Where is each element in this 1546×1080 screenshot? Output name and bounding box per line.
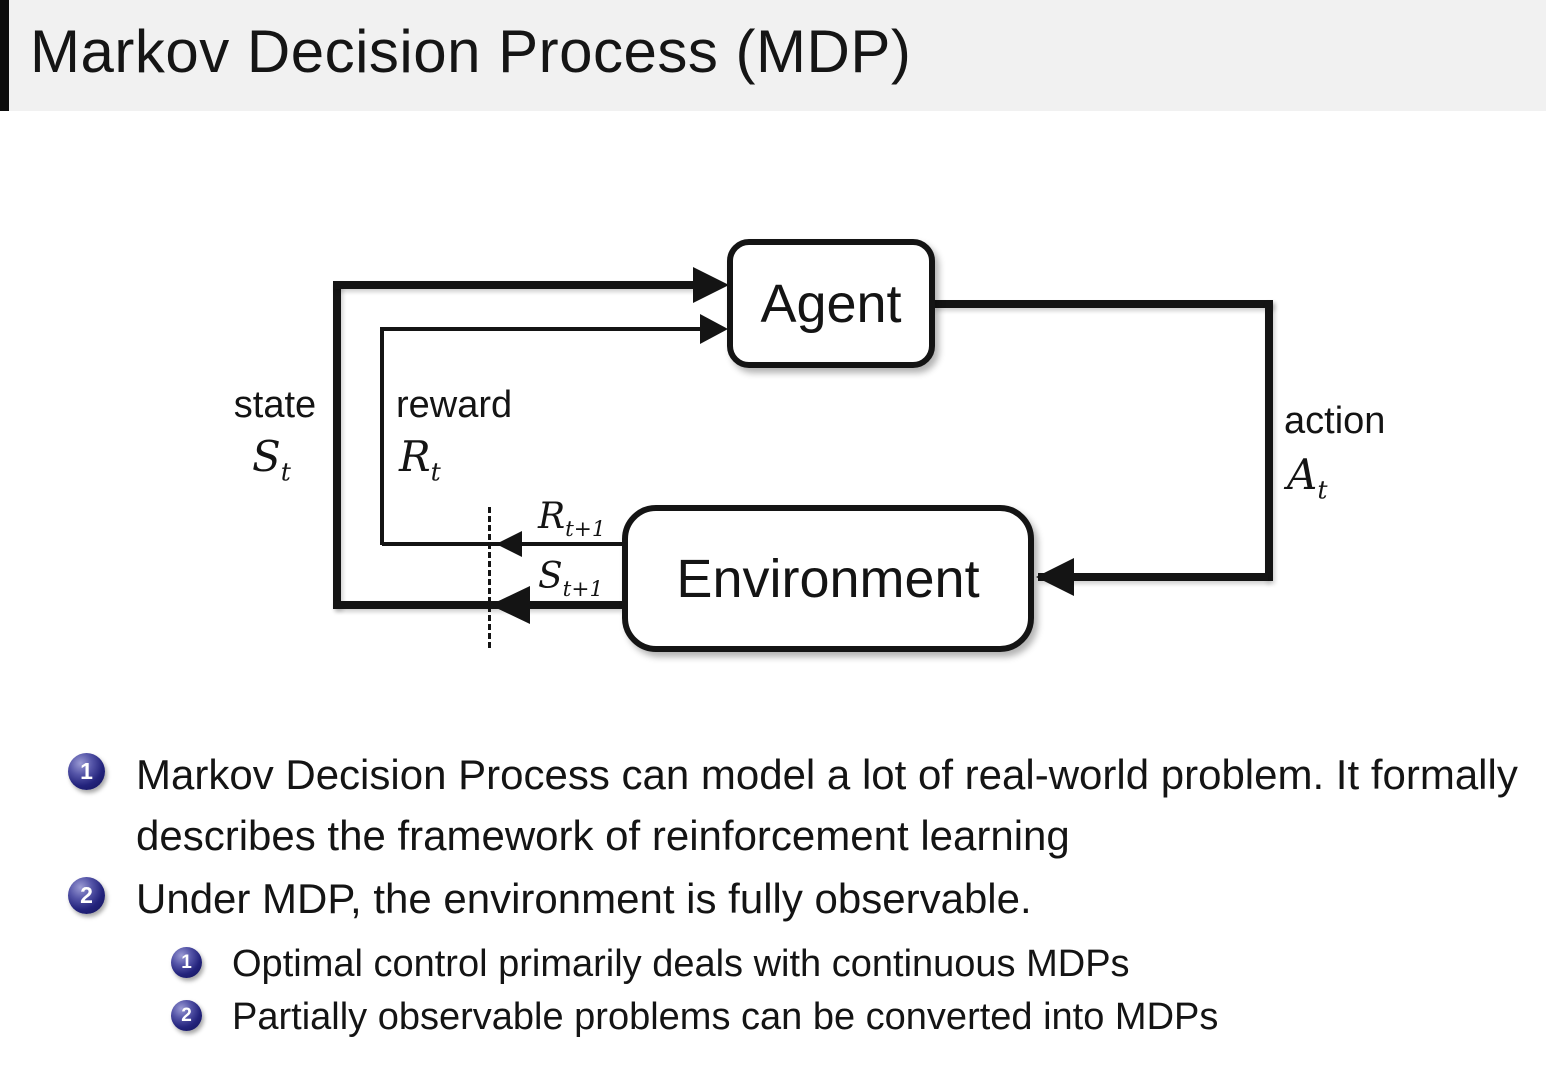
action-symbol-subscript: t: [1317, 475, 1328, 505]
state-to-agent-arrowhead-icon: [693, 267, 729, 303]
sub-bullet-2-text: Partially observable problems can be con…: [232, 996, 1219, 1038]
sub-bullet-2-number: 2: [181, 1004, 192, 1026]
sub-bullet-1-number-badge: 1: [171, 947, 202, 978]
action-line-vertical: [1265, 300, 1273, 581]
bullet-1-number: 1: [80, 758, 93, 784]
bullet-2-text: Under MDP, the environment is fully obse…: [136, 875, 1032, 922]
state-symbol-letter: S: [252, 432, 281, 481]
timestep-dashed-line: [488, 507, 491, 648]
reward-label: reward: [396, 384, 513, 426]
next-state-subscript: t+1: [562, 577, 604, 603]
next-reward-letter: R: [538, 496, 566, 537]
next-state-line: [333, 601, 622, 609]
agent-label: Agent: [760, 273, 902, 334]
next-reward-subscript: t+1: [565, 517, 606, 543]
environment-node: Environment: [622, 505, 1034, 652]
state-label: state: [233, 384, 317, 426]
action-line-top: [933, 300, 1273, 308]
state-symbol: St: [252, 432, 291, 484]
sub-bullet-2-number-badge: 2: [171, 1000, 202, 1031]
reward-line-vertical: [380, 327, 384, 545]
next-state-symbol: St+1: [538, 556, 603, 600]
action-symbol: At: [1287, 450, 1327, 502]
action-label: action: [1284, 400, 1386, 442]
sub-bullet-1-text: Optimal control primarily deals with con…: [232, 943, 1130, 985]
bullet-2-number-badge: 2: [68, 877, 105, 914]
bullet-2-number: 2: [80, 882, 93, 908]
reward-to-agent-arrowhead-icon: [700, 314, 728, 344]
sub-bullet-1-number: 1: [181, 951, 192, 973]
bullet-1-number-badge: 1: [68, 753, 105, 790]
title-accent-bar: [0, 0, 9, 111]
next-state-letter: S: [538, 556, 563, 597]
reward-symbol: Rt: [399, 432, 441, 484]
action-symbol-letter: A: [1287, 450, 1318, 499]
next-state-arrowhead-icon: [490, 586, 530, 624]
reward-line-top: [380, 327, 704, 331]
agent-node: Agent: [727, 239, 935, 368]
action-line-bottom: [1038, 573, 1268, 581]
reward-symbol-subscript: t: [430, 457, 441, 487]
next-reward-arrowhead-icon: [496, 531, 522, 557]
state-line-vertical: [333, 281, 341, 608]
next-reward-symbol: Rt+1: [538, 496, 606, 540]
bullet-1-text: Markov Decision Process can model a lot …: [136, 751, 1518, 859]
action-to-environment-arrowhead-icon: [1036, 558, 1074, 596]
slide-title: Markov Decision Process (MDP): [30, 18, 912, 85]
reward-symbol-letter: R: [399, 432, 431, 481]
state-line-top: [333, 281, 695, 289]
title-bar: Markov Decision Process (MDP): [0, 0, 1546, 111]
environment-label: Environment: [676, 548, 980, 609]
state-symbol-subscript: t: [280, 457, 291, 487]
